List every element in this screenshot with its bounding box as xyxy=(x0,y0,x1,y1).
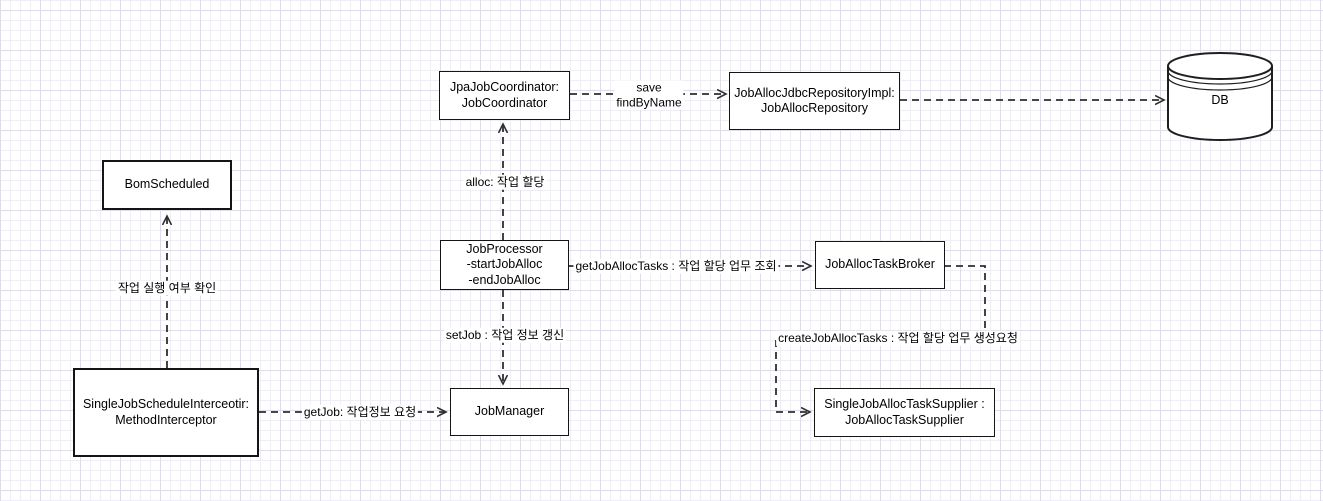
node-label: JpaJobCoordinator: xyxy=(449,80,560,94)
node-job-processor[interactable]: JobProcessor -startJobAlloc -endJobAlloc xyxy=(440,240,569,290)
edge-label-line: findByName xyxy=(616,95,682,109)
node-label: JobAllocTaskBroker xyxy=(825,257,935,272)
edge-label-getJob[interactable]: getJob: 작업정보 요청 xyxy=(301,404,419,420)
edge-label-createJobAllocTasks[interactable]: createJobAllocTasks : 작업 할당 업무 생성요청 xyxy=(776,330,1020,346)
node-label: SingleJobScheduleInterceotir: xyxy=(82,397,250,411)
node-label: JobAllocTaskSupplier xyxy=(845,412,964,427)
edge-label-getJobAllocTasks[interactable]: getJobAllocTasks : 작업 할당 업무 조회 xyxy=(573,258,779,274)
node-label: JobManager xyxy=(474,404,545,419)
edge-label-setJob[interactable]: setJob : 작업 정보 갱신 xyxy=(443,327,567,343)
db-label: DB xyxy=(1211,93,1228,107)
node-label: -startJobAlloc xyxy=(466,257,543,272)
node-job-manager[interactable]: JobManager xyxy=(450,388,569,436)
node-label: -endJobAlloc xyxy=(468,272,541,287)
edge-label-check-execution[interactable]: 작업 실행 여부 확인 xyxy=(115,280,219,296)
node-single-job-schedule-interceptor[interactable]: SingleJobScheduleInterceotir: MethodInte… xyxy=(73,368,259,457)
node-label: BomScheduled xyxy=(124,177,210,192)
node-db[interactable]: DB xyxy=(1167,52,1273,141)
node-job-alloc-repository[interactable]: JobAllocJdbcRepositoryImpl: JobAllocRepo… xyxy=(729,72,900,130)
node-label: SingleJobAllocTaskSupplier : xyxy=(824,397,985,411)
edge-label-save-findByName[interactable]: save findByName xyxy=(614,80,684,110)
edge-label-alloc[interactable]: alloc: 작업 할당 xyxy=(463,174,547,190)
node-job-alloc-task-broker[interactable]: JobAllocTaskBroker xyxy=(815,241,945,289)
node-label: JobAllocJdbcRepositoryImpl: xyxy=(734,85,895,100)
node-jpa-job-coordinator[interactable]: JpaJobCoordinator: JobCoordinator xyxy=(439,71,570,120)
node-label: JobProcessor xyxy=(466,241,543,256)
node-label: JobCoordinator xyxy=(461,95,548,110)
node-single-job-alloc-task-supplier[interactable]: SingleJobAllocTaskSupplier : JobAllocTas… xyxy=(814,388,995,437)
node-label: MethodInterceptor xyxy=(115,412,217,427)
node-bom-scheduled[interactable]: BomScheduled xyxy=(102,160,232,210)
edge-label-line: save xyxy=(636,80,662,95)
node-label: JobAllocRepository xyxy=(761,101,868,115)
